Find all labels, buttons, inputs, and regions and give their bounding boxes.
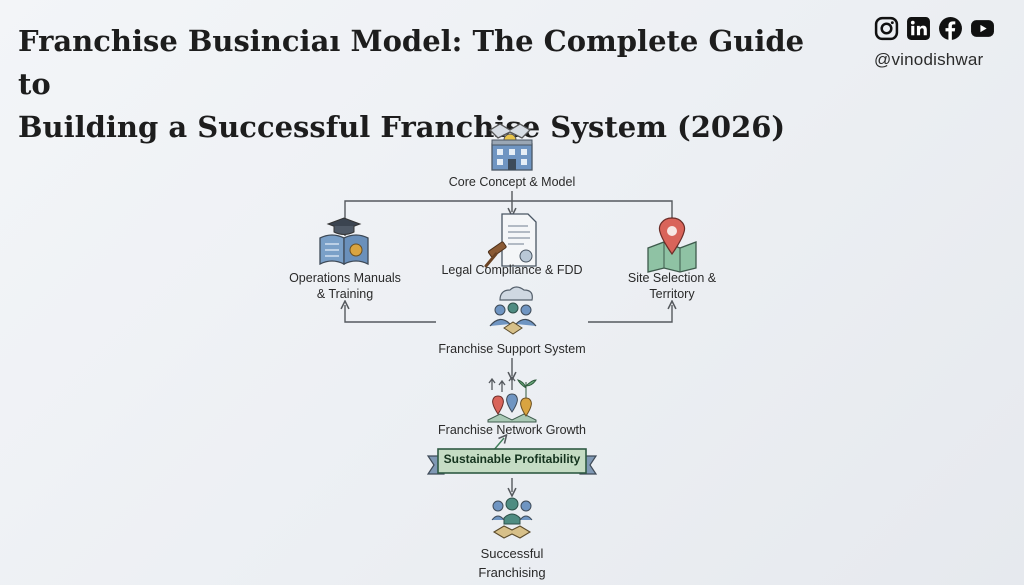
site-line-1: Site Selection & [627,271,717,285]
node-successful-franchising: Successful Franchising [436,544,588,582]
page-title: Franchise Businciaı Model: The Complete … [18,20,838,149]
handshake-building-icon [488,123,533,171]
instagram-icon[interactable] [874,16,899,41]
node-support-system: Franchise Support System [438,342,586,356]
arrow-support-to-operations [345,305,436,323]
success-line-1: Successful [480,546,544,561]
linkedin-icon[interactable] [906,16,931,41]
node-operations: Operations Manuals & Training [272,270,418,302]
site-line-2: Territory [649,287,695,301]
social-handle[interactable]: @vinodishwar [874,50,984,69]
youtube-icon[interactable] [970,16,995,41]
operations-line-2: & Training [316,287,374,301]
social-icons [874,16,1014,41]
node-legal-compliance: Legal Compliance & FDD [441,263,583,277]
facebook-icon[interactable] [938,16,963,41]
title-line-1: Franchise Businciaı Model: The Complete … [18,24,805,101]
node-core-concept: Core Concept & Model [448,175,576,189]
arrow-support-to-site [588,305,672,323]
social-block: @vinodishwar [874,16,1014,70]
operations-line-1: Operations Manuals [289,271,401,285]
banner-sustainable-profitability: Sustainable Profitability [443,452,581,466]
node-network-growth: Franchise Network Growth [438,423,586,437]
team-handshake-icon [491,497,533,539]
growth-network-icon [487,375,537,423]
node-site-selection: Site Selection & Territory [606,270,738,302]
book-graduation-icon [319,217,369,266]
cloud-team-icon [489,286,537,335]
title-line-2: Building a Successful Franchise System (… [18,110,786,144]
profitability-ribbon [426,448,598,475]
map-pin-icon [647,217,697,273]
success-line-2: Franchising [478,565,546,580]
document-gavel-icon [484,213,537,268]
